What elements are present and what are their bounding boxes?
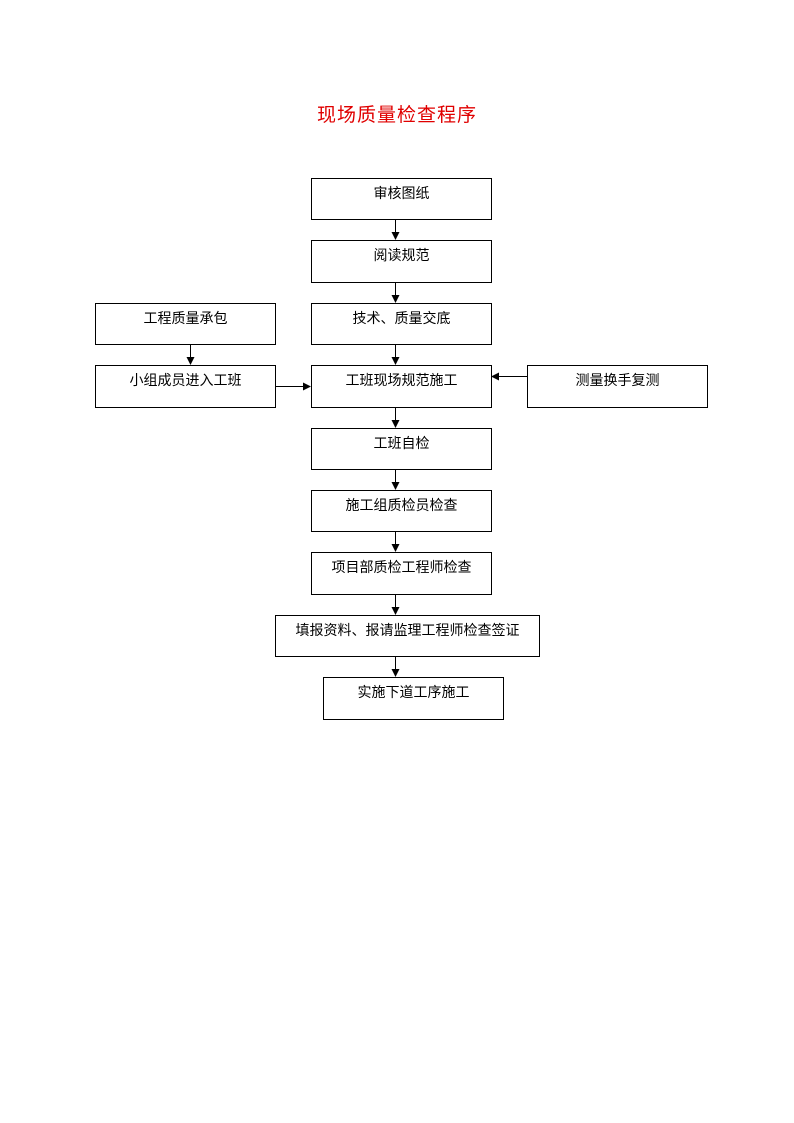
page-title: 现场质量检查程序 [316,104,477,126]
step-review-drawings: 审核图纸 [311,178,492,220]
step-dept-engineer-check: 项目部质检工程师检查 [311,552,492,595]
side-quality-contract: 工程质量承包 [95,303,276,345]
step-tech-briefing: 技术、质量交底 [311,303,492,345]
step-next-process: 实施下道工序施工 [323,677,504,720]
side-group-members-enter: 小组成员进入工班 [95,365,276,408]
step-team-construction: 工班现场规范施工 [311,365,492,408]
side-survey-recheck: 测量换手复测 [527,365,708,408]
step-read-specs: 阅读规范 [311,240,492,283]
step-group-inspector-check: 施工组质检员检查 [311,490,492,532]
step-fill-report: 填报资料、报请监理工程师检查签证 [275,615,540,657]
step-team-self-check: 工班自检 [311,428,492,470]
